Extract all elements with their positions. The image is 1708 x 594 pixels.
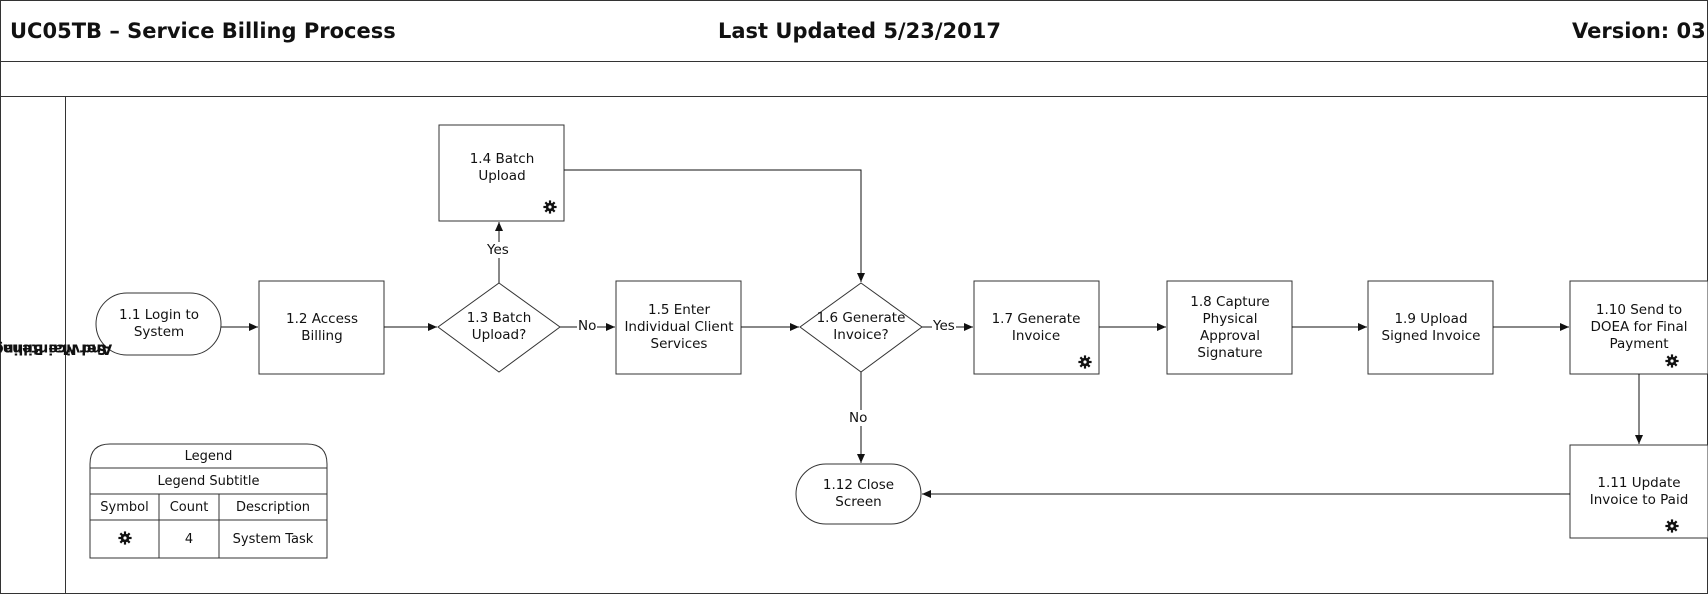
node-1-8-shape [1166, 280, 1293, 375]
node-1-12-label: 1.12 Close Screen [822, 477, 895, 510]
node-1-6-label: 1.6 Generate Invoice? [816, 310, 906, 343]
node-1-5-shape [615, 280, 742, 375]
legend-col-description: Description [235, 499, 311, 515]
node-1-7-shape [973, 280, 1100, 375]
gear-icon [118, 531, 132, 545]
legend-row-count: 4 [184, 531, 194, 547]
last-updated: Last Updated 5/23/2017 [718, 19, 1001, 43]
node-1-11-label: 1.11 Update Invoice to Paid [1589, 474, 1689, 508]
edge-label-no-invoice: No [848, 410, 869, 426]
edge-1-4-to-1-6 [564, 169, 865, 282]
edge-label-yes-batch: Yes [486, 242, 510, 258]
node-1-1-shape [95, 292, 222, 356]
edge-label-no-batch: No [577, 318, 598, 334]
node-1-7-label: 1.7 Generate Invoice [991, 310, 1081, 344]
legend-col-count: Count [169, 499, 209, 515]
edge-label-yes-invoice: Yes [932, 318, 956, 334]
version-label: Version: 03 [1572, 19, 1706, 43]
legend-col-symbol: Symbol [100, 499, 149, 515]
legend-subtitle: Legend Subtitle [157, 473, 260, 489]
node-1-3-label: 1.3 Batch Upload? [466, 310, 532, 343]
node-1-2-shape [258, 280, 385, 375]
node-1-5-label: 1.5 Enter Individual Client Services [624, 302, 734, 352]
swimlane-label: Service Billing EntryAnd Maintenance [0, 101, 112, 594]
node-1-2-label: 1.2 Access Billing [286, 310, 358, 344]
node-1-4-shape [438, 124, 565, 222]
legend-box [89, 443, 328, 559]
node-1-10-shape [1569, 280, 1708, 375]
node-1-9-label: 1.9 Upload Signed Invoice [1381, 310, 1481, 344]
legend-title: Legend [184, 448, 233, 464]
node-1-10-label: 1.10 Send to DOEA for Final Payment [1590, 302, 1688, 352]
node-1-12-shape [795, 463, 922, 525]
page-title: UC05TB – Service Billing Process [10, 19, 396, 43]
node-1-8-label: 1.8 Capture Physical Approval Signature [1190, 293, 1270, 361]
node-1-11-shape [1569, 444, 1708, 539]
node-1-1-label: 1.1 Login to System [118, 307, 200, 340]
gear-icon [543, 200, 557, 214]
node-1-3-shape [437, 282, 561, 373]
node-1-4-label: 1.4 Batch Upload [469, 151, 535, 184]
legend-row-description: System Task [232, 531, 314, 547]
